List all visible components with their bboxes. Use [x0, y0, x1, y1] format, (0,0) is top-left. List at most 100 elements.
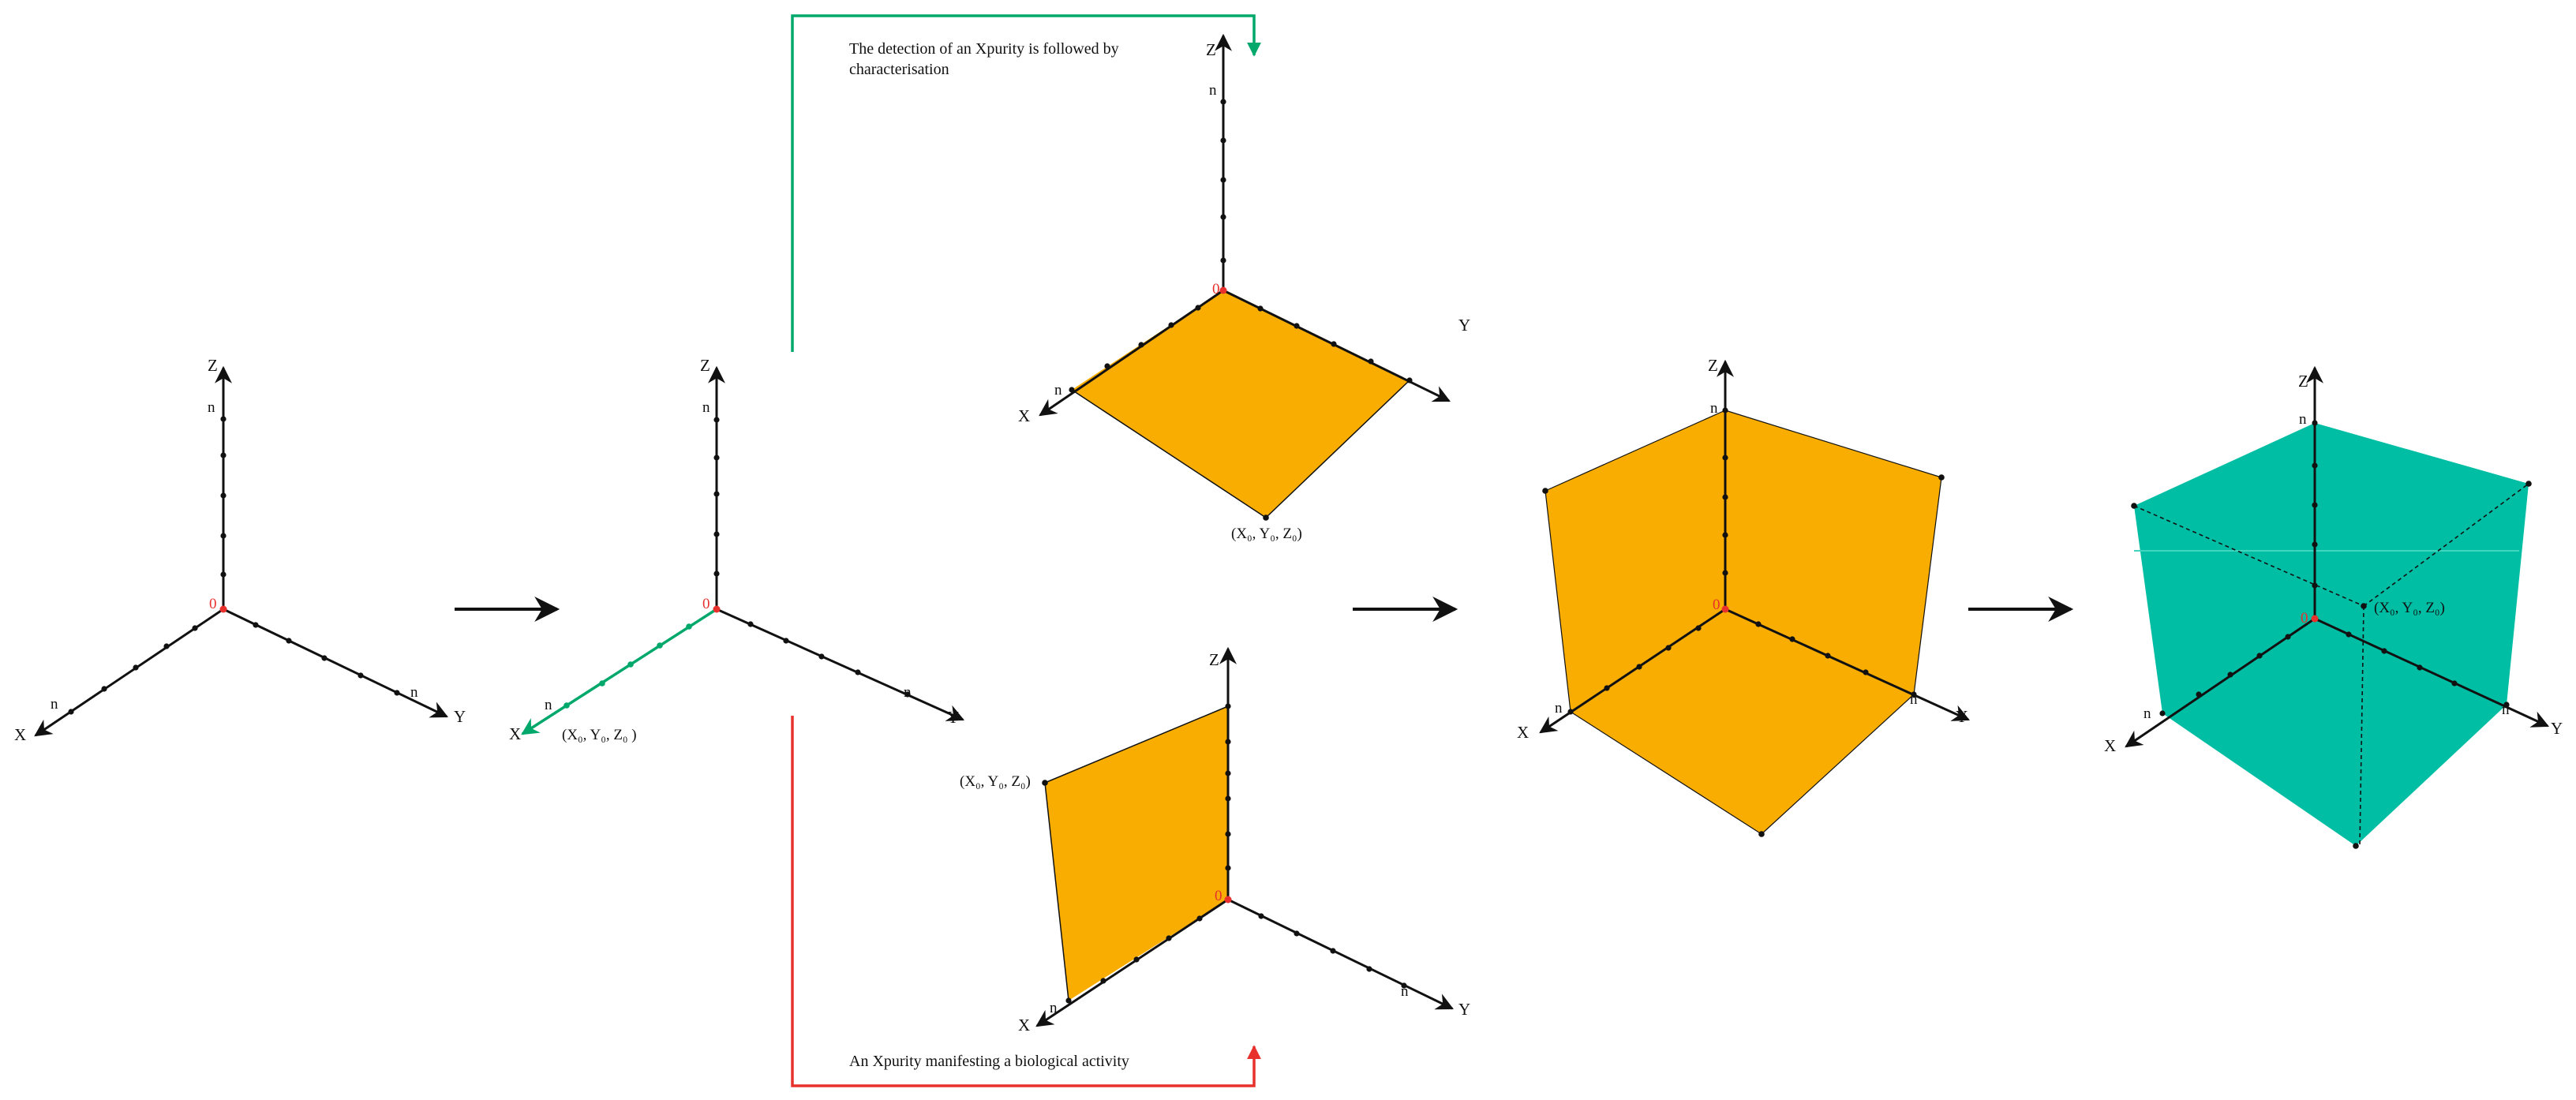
panel-solid-orange: 0 Z X Y n n n [1517, 356, 1971, 837]
hidden-edges [2133, 483, 2529, 847]
origin-point [1721, 605, 1729, 613]
x-ticks [1065, 915, 1203, 1004]
x-axis [2125, 617, 2316, 748]
x-ticks [1567, 625, 1702, 715]
x-axis-label: X [1018, 1016, 1030, 1035]
vector-coordinate-label: (X₀, Y₀, Z₀ ) [562, 727, 637, 743]
xz-plane-face [1045, 706, 1228, 1001]
plane-edge-x [1071, 389, 1267, 518]
x-n-label: n [2144, 705, 2151, 722]
cube-coordinate-label: (X₀, Y₀, Z₀) [2374, 600, 2445, 616]
z-ticks [713, 417, 720, 577]
y-ticks [253, 622, 400, 696]
x-axis-label: X [509, 724, 521, 743]
caption-biological-activity: An Xpurity manifesting a biological acti… [849, 1053, 1129, 1070]
y-n-label: n [1401, 983, 1409, 1000]
y-axis [2314, 617, 2549, 728]
green-bracket-arrow [791, 14, 1261, 352]
x-axis [34, 608, 224, 737]
x-n-label: n [1054, 382, 1062, 398]
z-n-label: n [208, 399, 215, 416]
origin-label: 0 [2301, 610, 2308, 627]
z-ticks [1225, 703, 1231, 871]
solid-edges [1544, 410, 1942, 835]
x-axis [1039, 289, 1224, 417]
x-ticks [2159, 634, 2291, 716]
y-axis-label: Y [947, 708, 959, 727]
y-axis [716, 608, 965, 721]
cube-face [2134, 423, 2529, 846]
y-ticks [747, 621, 911, 698]
plane-edge-left [1044, 782, 1069, 1001]
corner-point [1938, 474, 1945, 481]
x-axis-label: X [2104, 736, 2116, 755]
z-n-label: n [1209, 82, 1217, 99]
x-ticks [1069, 305, 1201, 393]
x-axis-green-vector [521, 608, 717, 735]
x-n-label: n [545, 697, 552, 713]
solid-face [1545, 410, 1941, 834]
plane-edge-y [1265, 380, 1410, 518]
corner-point [1542, 488, 1548, 494]
y-ticks [1258, 913, 1407, 989]
plane-coordinate-label: (X₀, Y₀, Z₀) [1231, 526, 1302, 542]
origin-label: 0 [1212, 281, 1220, 297]
xy-plane-face [1072, 290, 1410, 518]
z-axis-label: Z [1209, 650, 1219, 669]
z-ticks [1220, 99, 1226, 264]
z-axis-label: Z [208, 356, 218, 375]
plane-edge-top [1044, 705, 1229, 784]
corner-point [1758, 831, 1765, 837]
origin-label: 0 [1215, 888, 1222, 904]
x-ticks [68, 625, 198, 715]
y-ticks [2346, 631, 2510, 708]
x-ticks [564, 623, 692, 709]
x-axis-label: X [1517, 723, 1529, 742]
origin-point [2311, 615, 2319, 623]
z-n-label: n [702, 399, 710, 416]
corner-point [2353, 843, 2359, 849]
origin-point [1224, 896, 1232, 904]
y-axis [1227, 898, 1454, 1010]
corner-point [2525, 481, 2532, 487]
panel-axes-empty: 0 Z X Y n n n [14, 356, 466, 744]
inner-point [2361, 603, 2367, 609]
panel-axes-vector: 0 Z X Y n n n (X₀, Y₀, Z₀ ) [509, 356, 965, 743]
y-ticks [1257, 305, 1413, 384]
z-axis-label: Z [700, 356, 710, 375]
y-axis-label: Y [1458, 1000, 1470, 1019]
z-ticks [2312, 420, 2318, 589]
origin-label: 0 [702, 596, 710, 612]
y-ticks [1755, 621, 1917, 698]
z-ticks [220, 416, 227, 578]
plane-coordinate-label: (X₀, Y₀, Z₀) [960, 773, 1031, 790]
y-axis-label: Y [454, 707, 466, 726]
panel-cube-teal: 0 Z X Y n n n (X₀, Y₀, Z₀) [2104, 365, 2563, 849]
origin-label: 0 [1713, 597, 1720, 613]
origin-point [219, 605, 227, 613]
y-axis [223, 608, 448, 718]
x-n-label: n [1050, 1000, 1058, 1016]
caption-characterisation-line1: The detection of an Xpurity is followed … [849, 40, 1119, 58]
y-n-label: n [2502, 702, 2510, 718]
y-axis-label: Y [1956, 707, 1968, 726]
y-n-label: n [410, 684, 418, 701]
origin-point [1219, 286, 1227, 294]
red-bracket-arrow [791, 716, 1261, 1087]
z-n-label: n [1710, 400, 1718, 417]
z-axis-label: Z [1206, 40, 1216, 59]
y-axis-label: Y [1458, 316, 1470, 335]
corner-point [2131, 503, 2137, 509]
origin-point [713, 605, 721, 613]
panel-plane-xy: 0 Z X Y n n (X₀, Y₀, Z₀) [1018, 33, 1470, 542]
x-axis-label: X [14, 725, 26, 744]
y-axis-label: Y [2551, 719, 2563, 738]
z-axis-label: Z [1708, 356, 1718, 375]
x-axis-label: X [1018, 406, 1030, 425]
x-n-label: n [51, 696, 58, 713]
z-axis-label: Z [2298, 372, 2308, 391]
caption-characterisation-line2: characterisation [849, 61, 949, 78]
origin-label: 0 [209, 596, 217, 612]
x-n-label: n [1555, 700, 1563, 716]
